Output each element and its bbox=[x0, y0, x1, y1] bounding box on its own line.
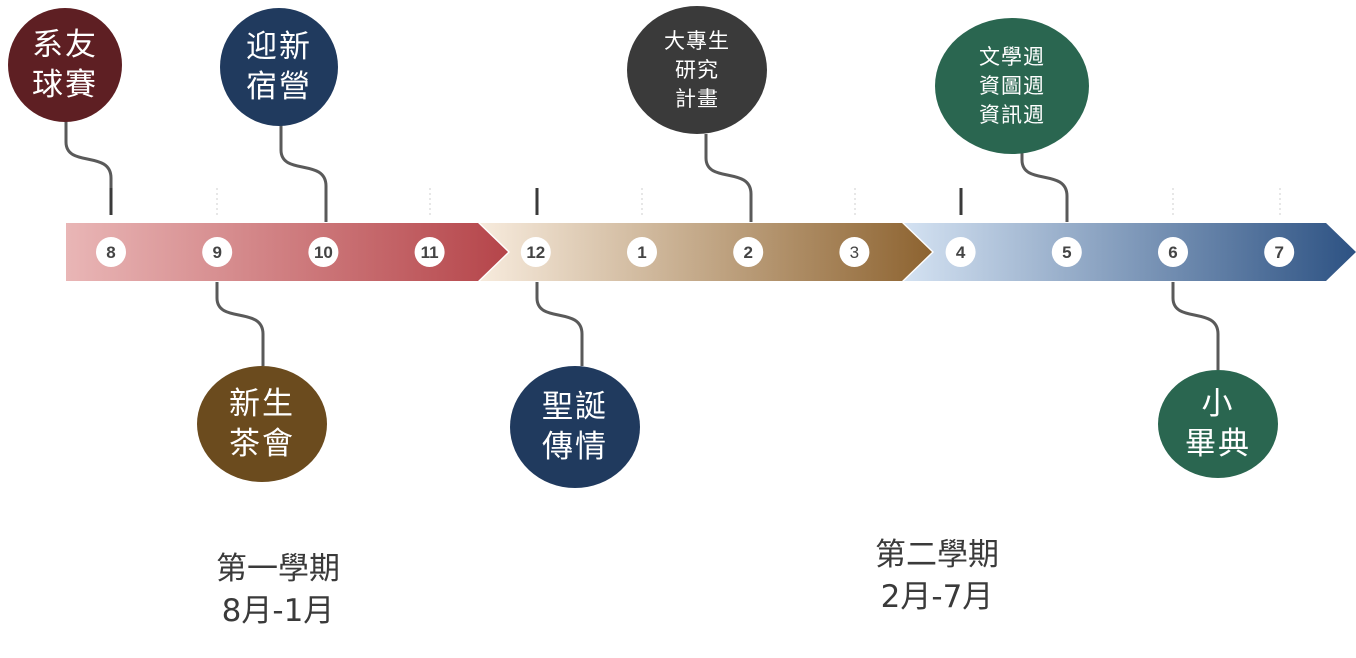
connectors bbox=[64, 112, 1220, 370]
connector-weeks bbox=[1020, 152, 1069, 222]
month-label-10: 10 bbox=[314, 243, 333, 262]
month-circle-2 bbox=[733, 237, 764, 267]
connector-freshman-tea bbox=[215, 282, 265, 366]
month-circle-5 bbox=[1051, 237, 1082, 267]
month-marker-9: 9 bbox=[202, 237, 233, 267]
month-marker-5: 5 bbox=[1051, 237, 1082, 267]
event-christmas-line-2: 傳情 bbox=[542, 429, 608, 465]
event-weeks: 文學週 資圖週 資訊週 bbox=[935, 18, 1089, 154]
event-christmas-line-1: 聖誕 bbox=[542, 389, 608, 425]
month-circle-4 bbox=[945, 237, 976, 267]
semester-second-caption: 第二學期 2月-7月 bbox=[827, 534, 1047, 618]
month-marker-2: 2 bbox=[733, 237, 764, 267]
event-graduation-line-1: 小 bbox=[1201, 386, 1235, 422]
event-graduation: 小 畢典 bbox=[1158, 370, 1278, 478]
month-circle-10 bbox=[308, 237, 339, 267]
month-marker-4: 4 bbox=[945, 237, 976, 267]
month-circle-1 bbox=[627, 237, 657, 267]
event-alumni-games-line-2: 球賽 bbox=[32, 67, 98, 103]
event-freshman-tea: 新生 茶會 bbox=[197, 366, 327, 482]
semester-first-caption: 第一學期 8月-1月 bbox=[168, 548, 388, 632]
connector-christmas bbox=[535, 282, 584, 366]
event-christmas: 聖誕 傳情 bbox=[510, 366, 640, 488]
event-freshman-tea-line-1: 新生 bbox=[229, 386, 295, 422]
connector-orientation-camp bbox=[279, 122, 328, 222]
month-circle-7 bbox=[1264, 237, 1295, 267]
month-label-7: 7 bbox=[1274, 243, 1283, 262]
arrow-segment-winter bbox=[480, 223, 932, 281]
event-orientation-camp-line-2: 宿營 bbox=[246, 69, 312, 105]
event-weeks-line-3: 資訊週 bbox=[979, 102, 1045, 127]
event-weeks-line-2: 資圖週 bbox=[979, 73, 1045, 98]
event-orientation-camp-line-1: 迎新 bbox=[246, 29, 312, 65]
event-freshman-tea-line-2: 茶會 bbox=[229, 426, 295, 462]
month-label-5: 5 bbox=[1062, 243, 1071, 262]
event-research-project: 大專生 研究 計畫 bbox=[627, 6, 767, 134]
month-marker-8: 8 bbox=[96, 237, 126, 267]
event-graduation-line-2: 畢典 bbox=[1185, 426, 1251, 462]
month-circle-11 bbox=[414, 237, 445, 267]
event-alumni-games: 系友 球賽 bbox=[8, 8, 122, 122]
month-label-4: 4 bbox=[956, 243, 966, 262]
month-marker-10: 10 bbox=[308, 237, 339, 267]
tick-guides bbox=[216, 188, 1281, 215]
month-circle-12 bbox=[520, 237, 551, 267]
event-alumni-games-line-1: 系友 bbox=[32, 27, 98, 63]
event-research-project-line-2: 研究 bbox=[675, 57, 719, 82]
event-weeks-line-1: 文學週 bbox=[979, 44, 1045, 69]
month-label-6: 6 bbox=[1168, 243, 1177, 262]
month-label-3: 3 bbox=[850, 243, 859, 262]
month-circle-9 bbox=[202, 237, 233, 267]
connector-research-project bbox=[704, 134, 753, 222]
event-research-project-line-3: 計畫 bbox=[675, 86, 719, 111]
month-label-12: 12 bbox=[526, 243, 545, 262]
month-label-1: 1 bbox=[637, 243, 646, 262]
month-circle-6 bbox=[1158, 237, 1188, 267]
connector-alumni-games bbox=[64, 112, 113, 188]
month-marker-3: 3 bbox=[839, 237, 870, 267]
month-marker-6: 6 bbox=[1158, 237, 1188, 267]
arrow-segment-first-semester bbox=[66, 223, 508, 281]
connector-graduation bbox=[1171, 282, 1220, 370]
month-label-2: 2 bbox=[743, 243, 752, 262]
month-label-11: 11 bbox=[421, 243, 439, 262]
month-marker-1: 1 bbox=[627, 237, 657, 267]
month-circle-8 bbox=[96, 237, 126, 267]
month-marker-12: 12 bbox=[520, 237, 551, 267]
event-orientation-camp: 迎新 宿營 bbox=[220, 8, 338, 126]
semester-first-name: 第一學期 bbox=[216, 551, 340, 587]
month-marker-11: 11 bbox=[414, 237, 445, 267]
month-circle-3 bbox=[839, 237, 870, 267]
semester-first-range: 8月-1月 bbox=[221, 593, 335, 629]
month-label-9: 9 bbox=[212, 243, 221, 262]
period-markers bbox=[109, 188, 963, 215]
event-research-project-line-1: 大專生 bbox=[664, 28, 730, 53]
month-label-8: 8 bbox=[106, 243, 115, 262]
semester-second-name: 第二學期 bbox=[875, 537, 999, 573]
month-marker-7: 7 bbox=[1264, 237, 1295, 267]
arrow-segment-second-semester bbox=[904, 223, 1356, 281]
semester-second-range: 2月-7月 bbox=[880, 579, 994, 615]
